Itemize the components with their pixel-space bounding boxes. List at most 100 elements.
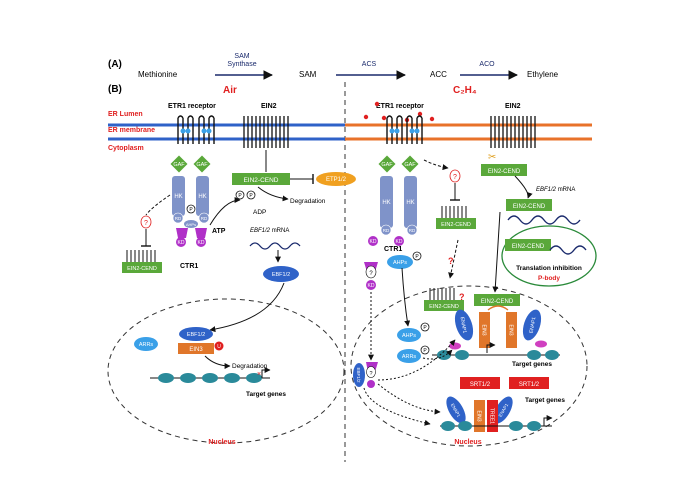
- ein3-box: [479, 312, 490, 348]
- svg-text:ARRs: ARRs: [402, 354, 417, 360]
- ein3-box: [178, 343, 214, 354]
- ein2-cend-box: [424, 300, 464, 311]
- svg-text:P: P: [423, 348, 427, 354]
- svg-text:EIN2-CEND: EIN2-CEND: [127, 266, 157, 272]
- svg-text:EIN2-CEND: EIN2-CEND: [243, 177, 278, 184]
- phosphate-icon: [246, 190, 256, 200]
- svg-text:?: ?: [144, 220, 148, 227]
- ctr1-label-right: CTR1: [384, 246, 402, 253]
- svg-text:KD: KD: [396, 239, 403, 245]
- ein2-transmembrane-right: [490, 116, 536, 148]
- ahps-protein: [397, 328, 421, 342]
- hk-domain: [172, 176, 185, 216]
- condition-air: Air: [223, 85, 237, 96]
- nucleus-left: [107, 298, 345, 444]
- label-cytoplasm: Cytoplasm: [108, 145, 144, 152]
- svg-text:RD: RD: [383, 228, 390, 233]
- dashed-arrow: [145, 194, 171, 216]
- question-mark: ?: [459, 292, 465, 302]
- etr1-receptor-label: ETR1 receptor: [168, 103, 216, 110]
- svg-text:?: ?: [453, 174, 457, 181]
- etp-protein: [316, 172, 356, 186]
- ethylene-molecules: [363, 101, 435, 123]
- svg-text:KD: KD: [368, 283, 375, 289]
- svg-text:RD: RD: [201, 216, 208, 221]
- ein2-cend-box: [506, 199, 552, 211]
- enap-protein: [446, 396, 466, 424]
- hk-domain: [380, 176, 393, 228]
- arrs-protein: [134, 337, 158, 351]
- atp-label: ATP: [212, 228, 226, 235]
- ein2-label-left: EIN2: [261, 103, 277, 110]
- tree1-box: [487, 400, 498, 432]
- left-air-pathway: ETR1 receptor EIN2 GAF GAF HK HK RD RD P…: [107, 103, 356, 446]
- enap-protein: [522, 309, 542, 341]
- target-genes-label: Target genes: [246, 391, 286, 398]
- gaf-domain: [401, 155, 419, 173]
- ein2-cend-box: [122, 262, 162, 273]
- ctr1-kinase: [195, 228, 207, 238]
- svg-text:ENAP1: ENAP1: [459, 317, 468, 334]
- ebf-mrna-label: EBF1/2 mRNA: [536, 187, 575, 193]
- svg-text:HK: HK: [174, 194, 182, 200]
- svg-text:GAF: GAF: [404, 162, 416, 168]
- gaf-domain: [378, 155, 396, 173]
- svg-text:P: P: [249, 193, 253, 199]
- ctr1-label-left: CTR1: [180, 263, 198, 270]
- target-genes-label: Target genes: [512, 361, 552, 368]
- svg-text:EIN2-CEND: EIN2-CEND: [441, 222, 471, 228]
- svg-text:EIN3: EIN3: [189, 347, 203, 353]
- srt-box: [460, 377, 500, 389]
- svg-text:U: U: [217, 344, 221, 350]
- rd-domain: [172, 212, 184, 224]
- svg-text:GAF: GAF: [173, 162, 185, 168]
- kd-domain: [367, 380, 375, 388]
- ein2-fragment-right-top: [441, 206, 467, 218]
- svg-text:GAF: GAF: [381, 162, 393, 168]
- ebf-protein: [353, 363, 365, 387]
- svg-text:?: ?: [369, 371, 372, 377]
- svg-text:EIN2-CEND: EIN2-CEND: [488, 169, 521, 175]
- rd-domain: [380, 224, 392, 236]
- svg-text:P: P: [415, 254, 419, 260]
- svg-text:HK: HK: [382, 200, 390, 206]
- rd-domain: [406, 224, 418, 236]
- ebf-protein: [263, 266, 299, 282]
- etr1-receptor-label: ETR1 receptor: [376, 103, 424, 110]
- svg-text:ETP1/2: ETP1/2: [326, 177, 347, 183]
- label-er-lumen: ER Lumen: [108, 111, 143, 118]
- step-methionine: Methionine: [138, 70, 178, 79]
- svg-text:TREE1: TREE1: [489, 408, 495, 424]
- right-ethylene-pathway: ETR1 receptor EIN2 GAF GAF HK HK RD RD K…: [350, 101, 597, 447]
- ein2-fragment-right-bottom: [429, 288, 455, 300]
- svg-text:ENAP1: ENAP1: [529, 316, 538, 333]
- ubiquitin-icon: [214, 341, 224, 351]
- nucleosomes: [158, 373, 262, 383]
- ein3-box: [506, 312, 517, 348]
- mrna-wave: [507, 215, 581, 225]
- svg-text:P: P: [189, 207, 193, 213]
- svg-text:KD: KD: [178, 240, 185, 246]
- hk-domain: [196, 176, 209, 216]
- svg-text:KD: KD: [198, 240, 205, 246]
- label-er-membrane: ER membrane: [108, 127, 155, 134]
- kd-domain: [176, 237, 186, 247]
- ein2-label-right: EIN2: [505, 103, 521, 110]
- svg-text:KD: KD: [370, 239, 377, 245]
- ein2-fragment-left: [126, 250, 156, 262]
- svg-text:SRT1/2: SRT1/2: [470, 382, 491, 388]
- enzyme-aco: ACO: [479, 61, 495, 68]
- kd-domain: [368, 236, 378, 246]
- ctr1-kinase: [176, 228, 188, 238]
- step-sam: SAM: [299, 70, 317, 79]
- step-acc: ACC: [430, 70, 447, 79]
- step-ethylene: Ethylene: [527, 70, 559, 79]
- svg-text:P: P: [238, 193, 242, 199]
- svg-text:EBF1/2: EBF1/2: [187, 332, 205, 338]
- translation-inhibition-label: Translation inhibition: [516, 265, 582, 272]
- svg-text:SRT1/2: SRT1/2: [519, 382, 540, 388]
- svg-text:HK: HK: [406, 200, 414, 206]
- unknown-factor: [140, 215, 152, 229]
